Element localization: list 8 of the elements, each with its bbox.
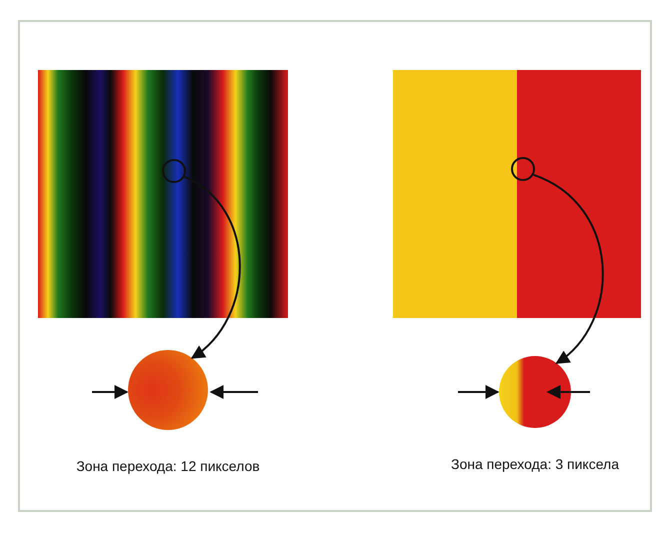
- selection-circle: [511, 157, 535, 181]
- striped-image: [38, 70, 288, 318]
- selection-circle: [162, 159, 186, 183]
- node-label: Зона перехода: 12 пикселов: [76, 458, 260, 474]
- curved-arrow: [184, 176, 241, 359]
- node-label: Зона перехода: 3 пиксела: [451, 456, 619, 472]
- two-color-image: [393, 70, 641, 318]
- curved-arrow: [533, 174, 604, 364]
